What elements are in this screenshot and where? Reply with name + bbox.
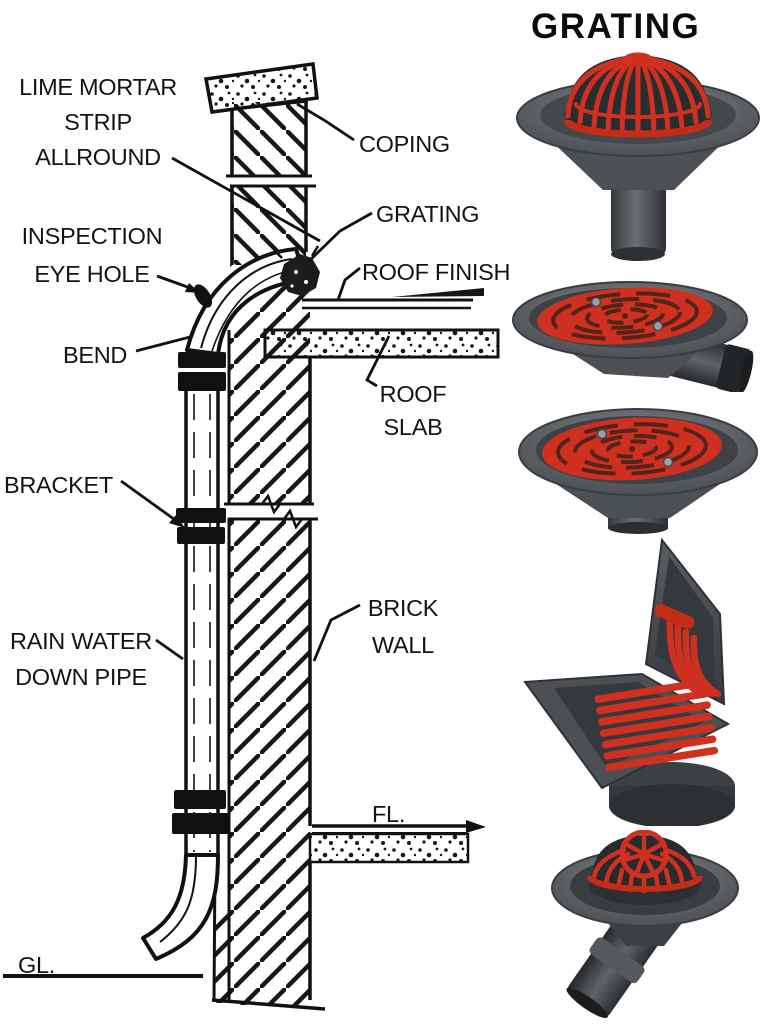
leader-lines [120,102,391,662]
label-coping: COPING [359,131,450,157]
label-floor-level: FL. [372,801,406,827]
red-base-grate [594,678,719,772]
label-rain-water-down-pipe: RAIN WATER DOWN PIPE [10,628,152,690]
grating-photo-dome-angled-outlet [551,830,739,1018]
floor-slab [308,820,486,864]
rainwater-down-pipe [141,247,308,961]
grating-photo-flat-side-outlet [512,281,754,392]
red-spiral-grate [542,417,722,481]
label-bend: BEND [63,342,128,368]
grating-drawing-mark [273,245,320,296]
red-spiral-grate [537,287,713,345]
gratings-title: GRATING [531,7,701,46]
inspection-eye-hole-mark [193,284,213,308]
roof-finish-layer [302,288,484,310]
red-corner-riser [666,616,722,698]
parapet-wall [226,99,318,265]
label-inspection-eye-hole: INSPECTION EYE HOLE [21,223,163,287]
label-bracket: BRACKET [4,472,113,498]
label-brick-wall: BRICK WALL [367,595,439,658]
grating-photo-flat-vertical-outlet [518,408,758,534]
label-grating: GRATING [376,201,480,227]
label-lime-mortar-strip: LIME MORTAR STRIP ALLROUND [19,74,177,170]
label-roof-finish: ROOF FINISH [362,259,511,285]
grating-photo-dome-vertical-outlet [516,52,760,261]
bracket-arrowhead [169,515,185,528]
label-ground-level: GL. [18,952,55,978]
red-dome-cage [565,55,711,137]
rainwater-pipe-section-diagram [3,62,500,1011]
brick-wall [211,265,326,1011]
grating-photo-corner-angle [523,537,735,826]
eye-hole-arrowhead [185,283,200,293]
coping-block [203,62,319,114]
label-roof-slab: ROOF SLAB [379,381,447,440]
